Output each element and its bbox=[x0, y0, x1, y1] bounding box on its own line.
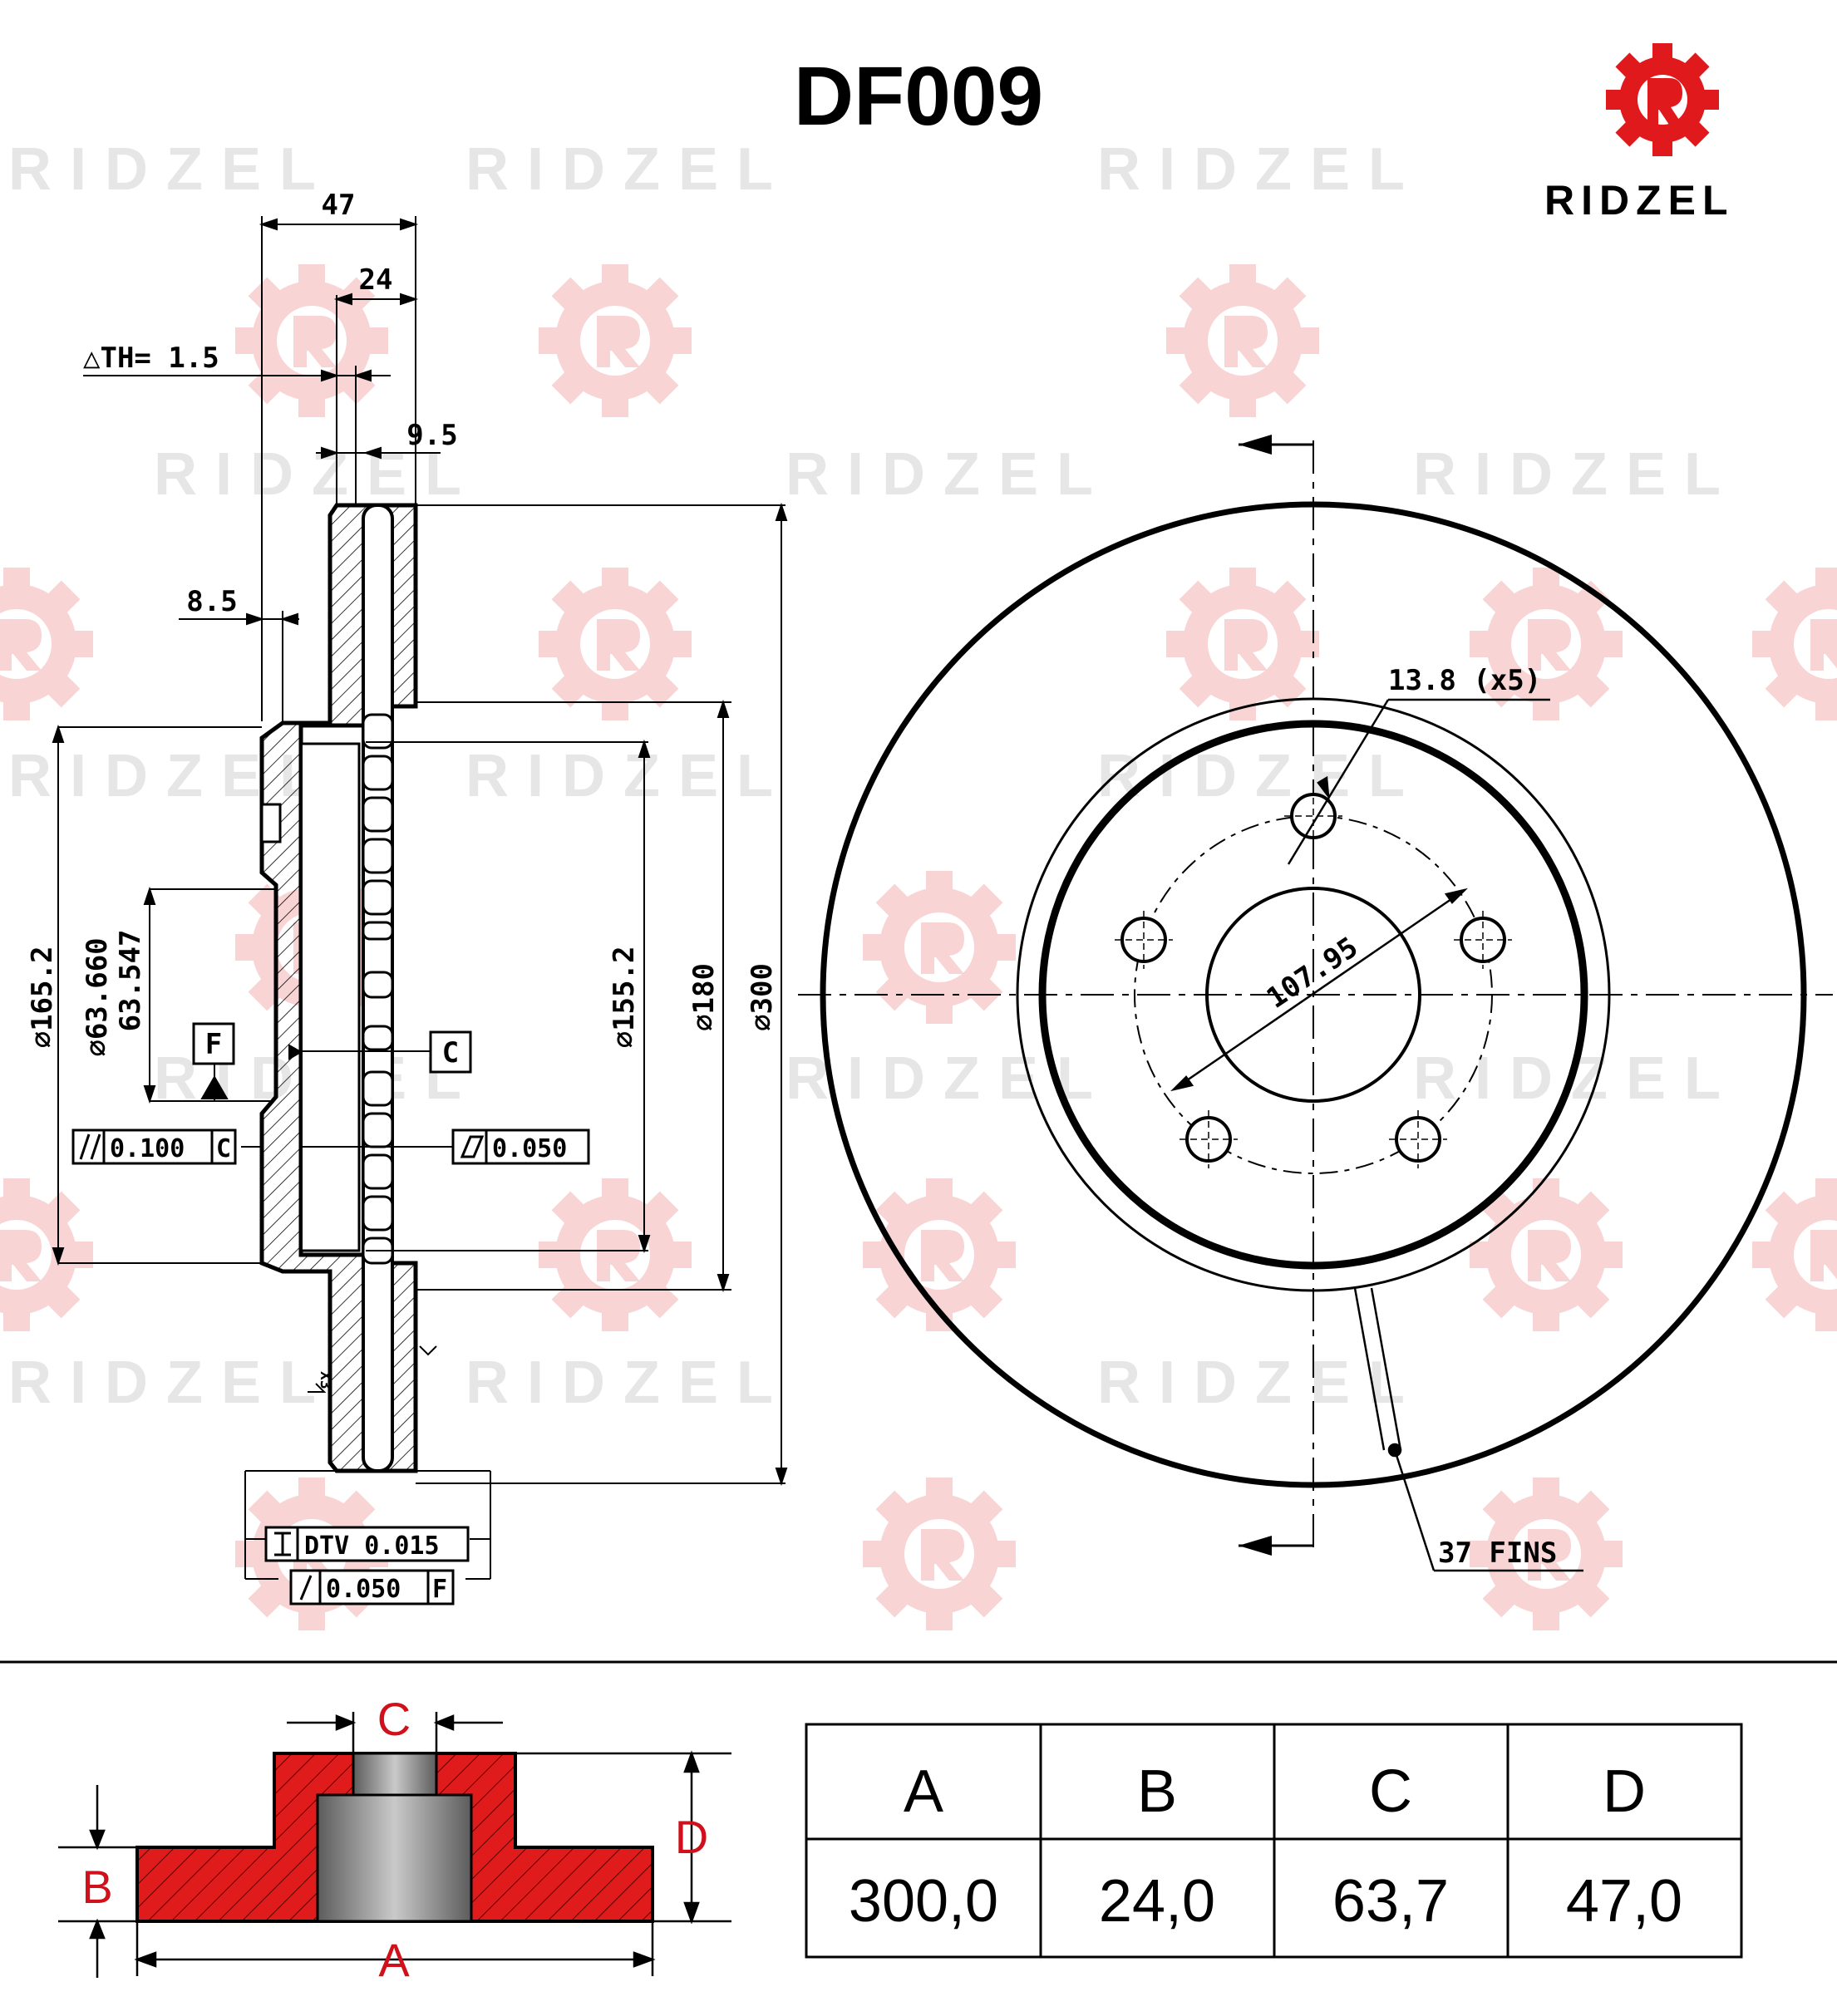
bolt-hole bbox=[1120, 917, 1167, 963]
datum-f-label: F bbox=[205, 1028, 222, 1061]
tolerance-parallel-ref: C bbox=[216, 1134, 231, 1163]
center-bore bbox=[1205, 887, 1421, 1103]
hat-outer-circle bbox=[1016, 697, 1611, 1292]
dim-hat-thickness: 8.5 bbox=[186, 585, 237, 618]
dim-thickness-variation: △TH= 1.5 bbox=[83, 342, 219, 375]
watermark-text: RIDZEL bbox=[786, 441, 1111, 508]
spec-table: A B C D 300,0 24,0 63,7 47,0 bbox=[805, 1723, 1743, 1959]
watermark-text: RIDZEL bbox=[1413, 1045, 1739, 1112]
flatness-icon bbox=[460, 1135, 485, 1158]
legend-label-a: A bbox=[378, 1934, 410, 1986]
tolerance-dtv-value: DTV 0.015 bbox=[304, 1532, 440, 1561]
bolt-hole bbox=[1460, 917, 1506, 963]
watermark-text: RIDZEL bbox=[8, 136, 334, 203]
watermark-text: RIDZEL bbox=[465, 136, 791, 203]
table-header: D bbox=[1603, 1758, 1646, 1825]
tolerance-dtv-frame: DTV 0.015 bbox=[264, 1526, 470, 1562]
tolerance-parallel-value: 0.100 bbox=[110, 1134, 185, 1163]
outer-edge bbox=[820, 501, 1807, 1488]
dim-diameter-180: ∅180 bbox=[687, 963, 721, 1031]
watermark-text: RIDZEL bbox=[465, 1350, 791, 1416]
dim-disc-thickness: 24 bbox=[359, 263, 393, 297]
watermark-text: RIDZEL bbox=[465, 743, 791, 809]
dim-vane-offset: 9.5 bbox=[406, 419, 457, 452]
pitch-circle-label: 107.95 bbox=[1261, 931, 1364, 1015]
tolerance-flatness-frame: 0.050 bbox=[451, 1128, 590, 1165]
dtv-icon bbox=[274, 1532, 291, 1556]
legend-dimension-lines bbox=[58, 1712, 731, 1978]
dim-overall-width: 47 bbox=[322, 189, 356, 222]
part-number-title: DF009 bbox=[794, 50, 1043, 143]
bore-cylinder bbox=[316, 1793, 473, 1923]
legend-label-b: B bbox=[81, 1861, 112, 1913]
bolt-hole-label: 13.8 (x5) bbox=[1388, 664, 1541, 697]
parallel-icon bbox=[79, 1133, 91, 1160]
gear-logo-icon bbox=[1606, 43, 1719, 156]
tolerance-flatness-value: 0.050 bbox=[492, 1134, 567, 1163]
table-header: A bbox=[904, 1758, 943, 1825]
brand-name: RIDZEL bbox=[1544, 177, 1735, 224]
datum-f-box bbox=[192, 1022, 235, 1065]
roughness-icon bbox=[308, 1345, 437, 1393]
tolerance-runout-frame: 0.050 F bbox=[289, 1569, 455, 1605]
tolerance-runout-value: 0.050 bbox=[326, 1575, 401, 1604]
watermark-text: RIDZEL bbox=[1413, 441, 1739, 508]
hat-inner-circle bbox=[1038, 720, 1588, 1270]
fins-label: 37 FINS bbox=[1438, 1537, 1557, 1570]
roughness-mark: X3 bbox=[317, 1371, 334, 1389]
section-arrow-icon bbox=[1239, 1536, 1272, 1556]
tolerance-parallel-frame: 0.100 C bbox=[71, 1128, 237, 1165]
brand-logo: RIDZEL bbox=[1544, 43, 1735, 224]
section-arrow-icon bbox=[1239, 435, 1272, 455]
hub-notch bbox=[260, 803, 282, 843]
bore-neck bbox=[352, 1752, 438, 1797]
section-view: 47 24 △TH= 1.5 9.5 8.5 ∅165.2 ∅63.660 63… bbox=[26, 189, 788, 1605]
watermark-text: RIDZEL bbox=[1097, 136, 1423, 203]
legend-label-d: D bbox=[675, 1811, 708, 1863]
dim-center-bore-max: ∅63.660 bbox=[81, 937, 114, 1056]
face-leaders bbox=[1170, 698, 1583, 1572]
watermark-text: RIDZEL bbox=[1097, 743, 1423, 809]
runout-icon bbox=[299, 1575, 313, 1601]
hat-cavity bbox=[299, 742, 361, 1252]
dim-center-bore-min: 63.547 bbox=[114, 930, 147, 1032]
dimension-lines bbox=[52, 216, 788, 1580]
legend-diagram: C D B A bbox=[58, 1693, 731, 1986]
table-cell: 63,7 bbox=[1332, 1868, 1449, 1935]
watermark-text: RIDZEL bbox=[8, 1350, 334, 1416]
table-header: C bbox=[1369, 1758, 1412, 1825]
datum-c-label: C bbox=[442, 1036, 459, 1069]
watermark-text: RIDZEL bbox=[1097, 1350, 1423, 1416]
datum-c-box bbox=[429, 1030, 472, 1074]
legend-label-c: C bbox=[377, 1693, 411, 1745]
bolt-hole bbox=[1395, 1116, 1441, 1163]
vent-vanes bbox=[362, 713, 394, 1265]
dim-diameter-inner: ∅155.2 bbox=[608, 947, 641, 1049]
table-cell: 47,0 bbox=[1566, 1868, 1682, 1935]
table-cell: 300,0 bbox=[849, 1868, 998, 1935]
tolerance-runout-ref: F bbox=[432, 1575, 447, 1604]
bolt-holes bbox=[1120, 793, 1506, 1163]
dim-diameter-300: ∅300 bbox=[746, 963, 779, 1031]
bolt-hole bbox=[1185, 1116, 1232, 1163]
dim-diameter-hat: ∅165.2 bbox=[26, 947, 59, 1049]
table-cell: 24,0 bbox=[1099, 1868, 1215, 1935]
bolt-hole-centerlines bbox=[1115, 787, 1512, 1168]
table-header: B bbox=[1137, 1758, 1177, 1825]
